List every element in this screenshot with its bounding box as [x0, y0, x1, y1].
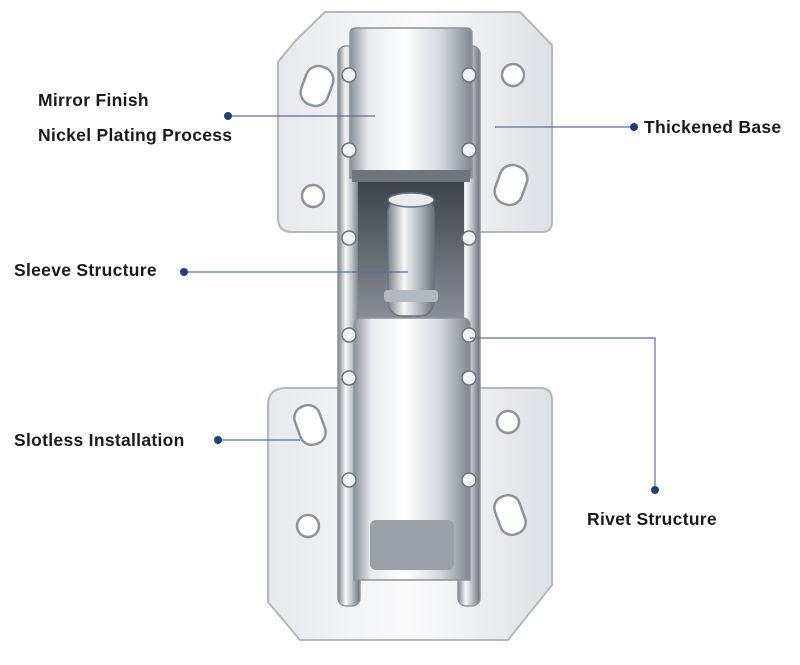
dot-thickened-base: [630, 123, 638, 131]
label-sleeve-structure: Sleeve Structure: [14, 260, 157, 280]
dot-mirror-finish: [224, 112, 232, 120]
label-rivet-structure: Rivet Structure: [587, 509, 717, 529]
label-nickel-plating-process: Nickel Plating Process: [38, 125, 233, 145]
top-left-slot-hole: [299, 64, 335, 108]
dot-slotless-installation: [214, 436, 222, 444]
dot-rivet-structure: [651, 486, 659, 494]
label-mirror-finish: Mirror Finish: [38, 90, 149, 110]
mounting-holes: [293, 62, 529, 539]
lower-cup-opening: [370, 520, 454, 570]
dot-sleeve-structure: [180, 268, 188, 276]
bottom-left-hole: [295, 513, 321, 539]
rivets: [341, 67, 477, 488]
lower-cup-body: [353, 317, 471, 581]
top-left-hole: [300, 183, 326, 209]
leader-rivet-structure: [470, 337, 656, 490]
label-slotless-installation: Slotless Installation: [14, 430, 185, 450]
top-right-hole: [500, 62, 526, 88]
top-right-slot-hole: [493, 163, 529, 207]
leader-lines: [184, 115, 656, 490]
bottom-left-slot-hole: [293, 403, 327, 447]
label-thickened-base: Thickened Base: [644, 117, 782, 137]
sleeve-cylinder: [384, 192, 438, 317]
bottom-right-hole: [495, 409, 521, 435]
leader-dots: [180, 112, 659, 494]
upper-cup-body: [349, 27, 473, 179]
bottom-right-slot-hole: [493, 493, 527, 537]
